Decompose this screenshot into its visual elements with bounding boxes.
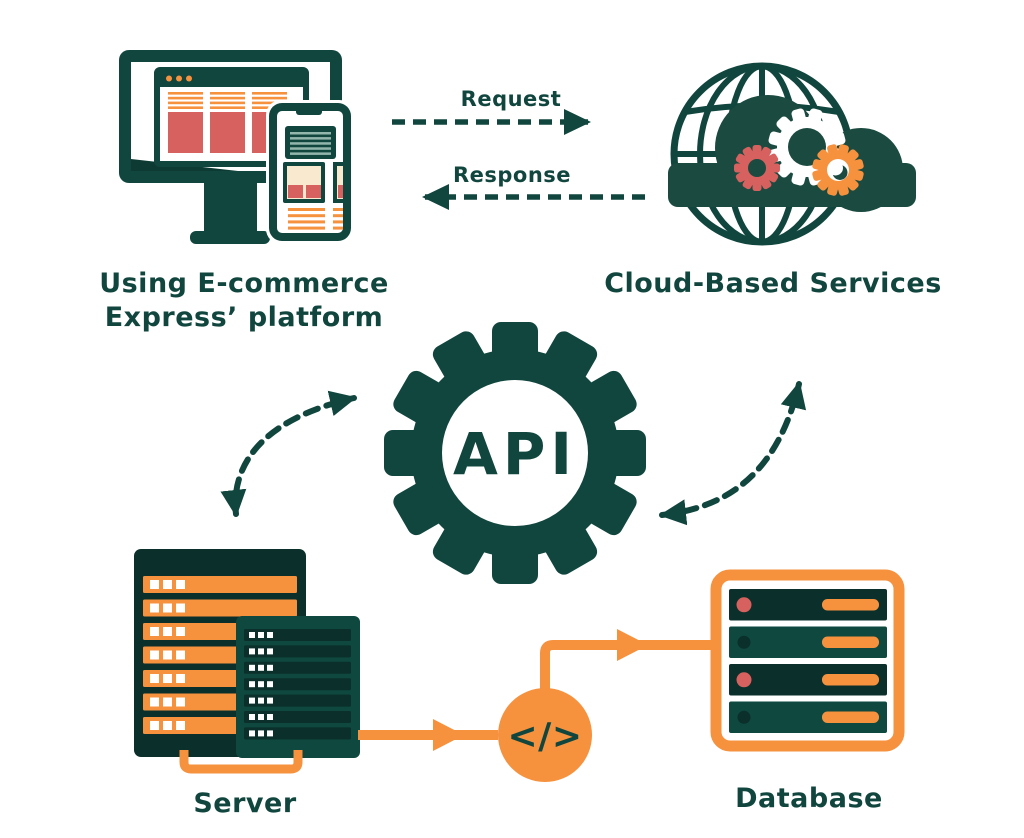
status-dot — [737, 635, 751, 649]
database-icon — [710, 569, 905, 752]
status-dot — [737, 710, 751, 724]
text-lines — [288, 208, 325, 230]
text-lines — [333, 208, 343, 230]
server-cable — [179, 750, 303, 774]
drive-handle — [822, 674, 879, 686]
gear-orange-icon — [812, 144, 864, 196]
status-dot — [736, 672, 752, 688]
monitor-stand-neck — [204, 182, 257, 233]
server-label: Server — [193, 788, 296, 819]
code-to-database-line — [540, 629, 712, 690]
server-to-code-line — [358, 719, 498, 751]
code-icon: </> — [498, 688, 592, 782]
monitor-stand-base — [190, 231, 270, 244]
drive-handle — [822, 636, 879, 648]
client-label-line1: Using E-commerce — [99, 268, 389, 299]
server-icon — [134, 549, 360, 774]
phone-card — [283, 162, 325, 203]
client-device-icon — [119, 50, 354, 244]
cloud-services-label: Cloud-Based Services — [604, 268, 942, 299]
curved-arrow-left — [220, 390, 357, 517]
api-label: API — [453, 420, 577, 488]
api-gear-icon: API — [384, 322, 646, 584]
gear-red-icon — [734, 145, 780, 191]
request-label: Request — [461, 87, 562, 111]
cloud-services-icon — [668, 62, 916, 246]
database-label: Database — [735, 783, 883, 814]
smartphone-icon — [266, 100, 354, 244]
flow-arrowhead-icon — [433, 719, 464, 751]
flow-arrowhead-icon — [617, 629, 648, 661]
status-dot — [736, 597, 752, 613]
drive-handle — [822, 599, 879, 611]
browser-dot-icon — [166, 75, 172, 82]
phone-notch — [296, 106, 322, 115]
text-lines — [210, 92, 245, 109]
browser-dot-icon — [176, 75, 182, 82]
server-rack-front — [236, 616, 360, 758]
browser-dot-icon — [186, 75, 192, 82]
api-dashed-ring — [423, 361, 607, 545]
drive-handle — [822, 711, 879, 723]
product-tile — [168, 112, 203, 153]
database-row — [729, 701, 887, 733]
browser-title-bar — [157, 70, 306, 87]
database-row — [729, 626, 887, 658]
curved-arrow-right — [659, 381, 807, 526]
code-glyph: </> — [508, 716, 583, 757]
response-label: Response — [453, 163, 571, 187]
text-lines — [290, 132, 331, 155]
product-tile — [210, 112, 245, 153]
text-lines — [168, 92, 203, 109]
phone-card-clipped — [333, 162, 343, 203]
client-label-line2: Express’ platform — [105, 302, 384, 333]
database-row — [729, 589, 887, 621]
database-row — [729, 664, 887, 696]
